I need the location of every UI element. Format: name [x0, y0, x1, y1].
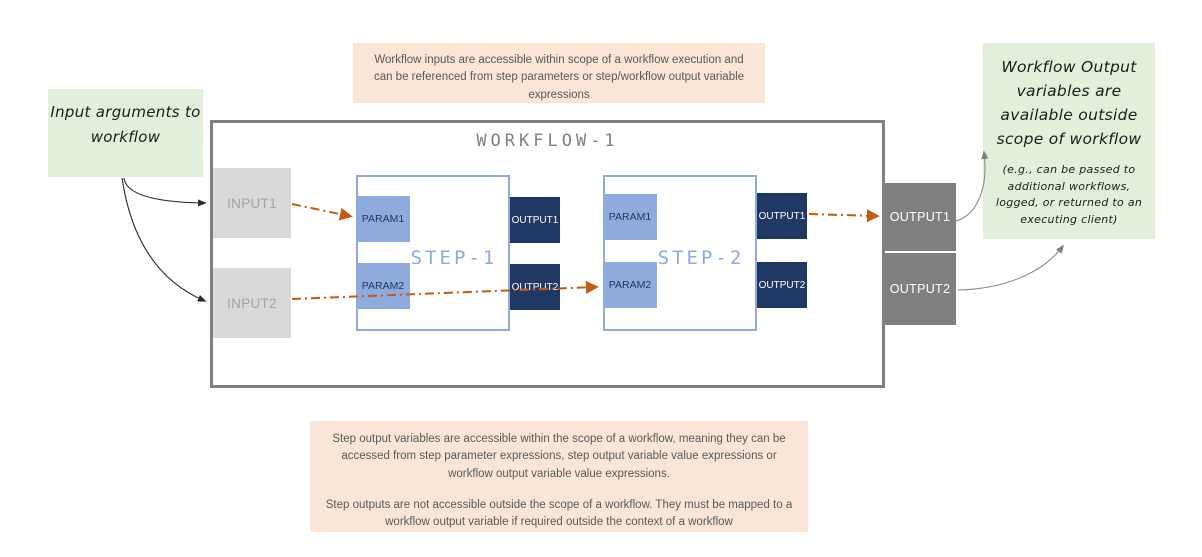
workflow-input2-box: INPUT2: [213, 268, 291, 338]
workflow-output2-box: OUTPUT2: [884, 253, 956, 325]
step2-param1-box: PARAM1: [603, 194, 657, 240]
step2-title: STEP-2: [657, 247, 745, 269]
workflow-output1-box: OUTPUT1: [884, 183, 956, 251]
workflow-title: WORKFLOW-1: [476, 131, 619, 151]
note-step-outputs-para2: Step outputs are not accessible outside …: [325, 498, 793, 528]
note-workflow-outputs: Workflow Output variables are available …: [983, 43, 1155, 239]
workflow-input1-box: INPUT1: [213, 168, 291, 238]
step1-output2-box: OUTPUT2: [510, 264, 560, 310]
note-input-arguments: Input arguments to workflow: [48, 89, 203, 177]
step1-output1-box: OUTPUT1: [510, 197, 560, 243]
note-workflow-outputs-title: Workflow Output variables are available …: [996, 58, 1142, 149]
workflow-frame: [210, 120, 885, 388]
note-workflow-inputs: Workflow inputs are accessible within sc…: [353, 43, 765, 103]
step1-title: STEP-1: [410, 247, 498, 269]
step2-output1-box: OUTPUT1: [757, 193, 807, 239]
note-step-outputs: Step output variables are accessible wit…: [310, 421, 808, 532]
step1-param2-box: PARAM2: [356, 263, 410, 309]
note-workflow-outputs-subtitle: (e.g., can be passed to additional workf…: [995, 163, 1143, 226]
step2-param2-box: PARAM2: [603, 262, 657, 308]
arrow-note-to-input1: [123, 177, 207, 207]
arrow-note-to-input2: [121, 177, 207, 302]
note-step-outputs-para1: Step output variables are accessible wit…: [332, 433, 786, 480]
arrow-output2-to-note: [957, 244, 1065, 291]
step2-output2-box: OUTPUT2: [757, 262, 807, 308]
arrow-output1-to-note: [955, 150, 989, 222]
step1-param1-box: PARAM1: [356, 196, 410, 242]
